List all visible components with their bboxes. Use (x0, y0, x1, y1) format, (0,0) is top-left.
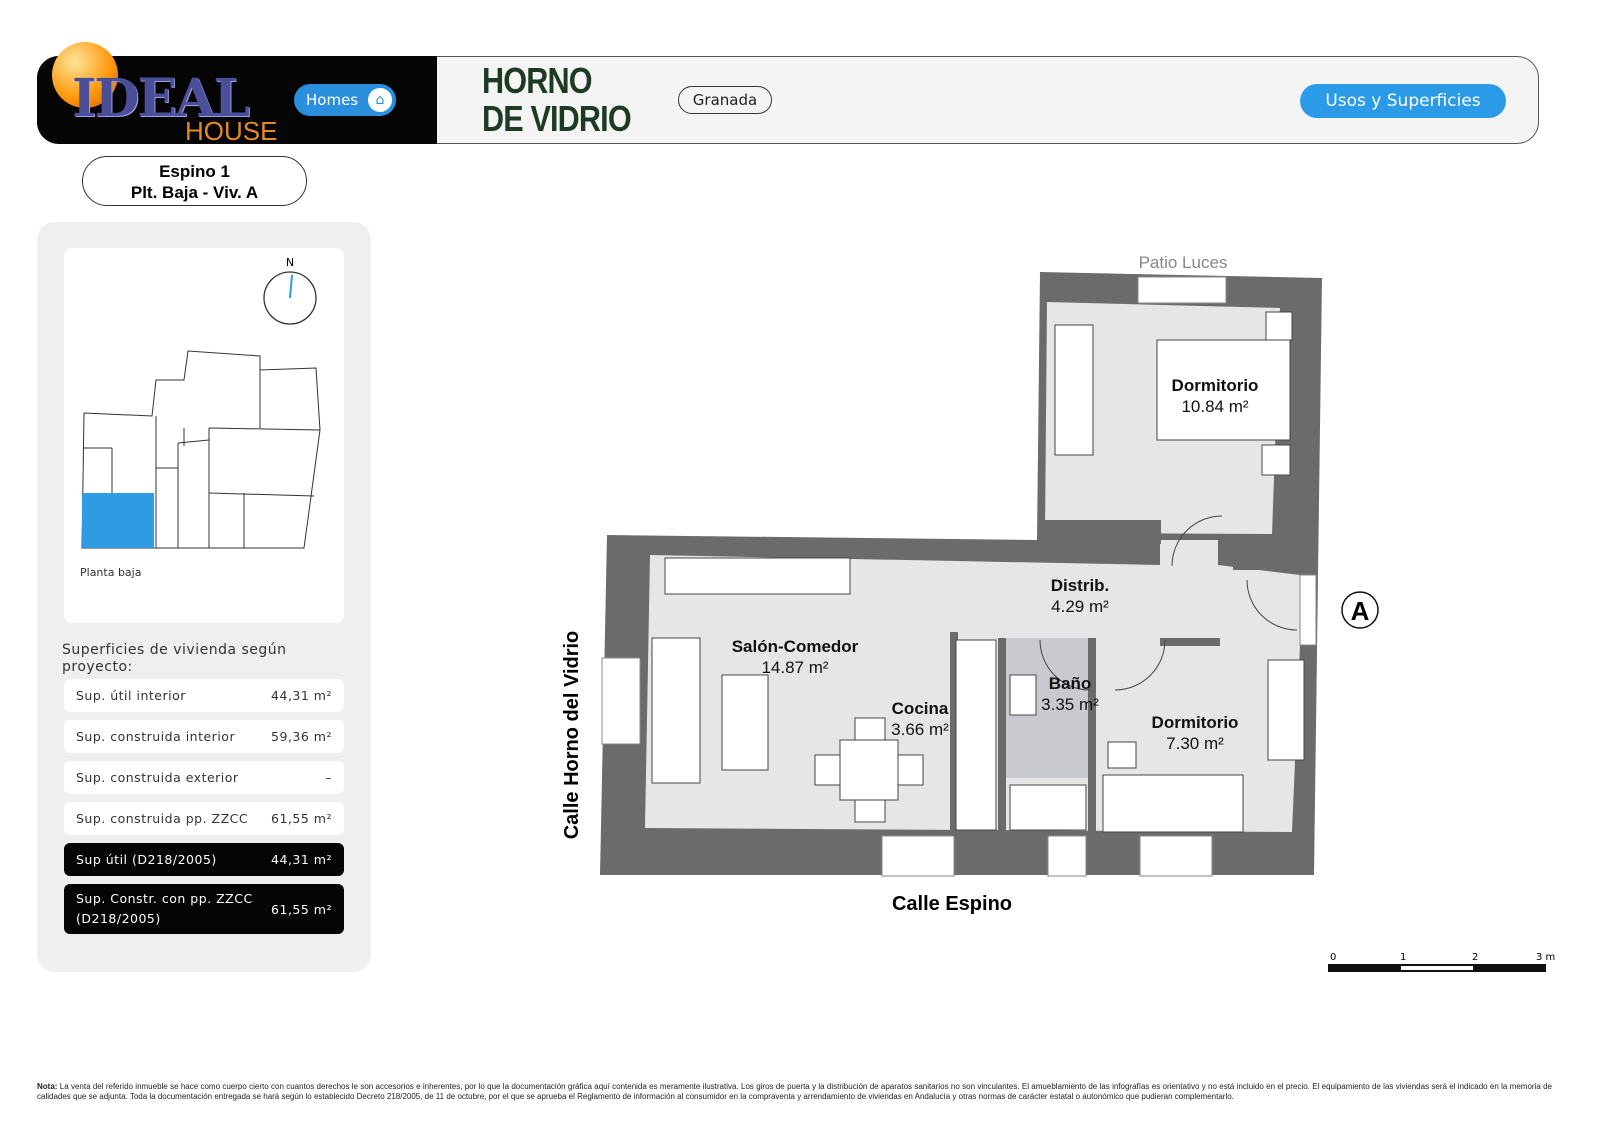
brand-line1: HORNO (482, 60, 593, 101)
entrance-marker (1341, 591, 1379, 629)
legal-note: Nota: La venta del referido inmueble se … (37, 1082, 1552, 1102)
room-label: Dormitorio 10.84 m² (1140, 375, 1290, 417)
surface-row: Sup. útil interior 44,31 m² (64, 679, 344, 712)
surface-label: Sup. construida interior (76, 729, 236, 744)
surface-value: 61,55 m² (271, 811, 332, 826)
surface-row: Sup. construida exterior – (64, 761, 344, 794)
patio-label: Patio Luces (1139, 253, 1228, 272)
doors (1039, 515, 1298, 691)
windows (601, 276, 1317, 877)
surface-value: 61,55 m² (271, 902, 332, 917)
logo-text: IDEAL (72, 68, 250, 129)
room-area: 3.66 m² (891, 720, 949, 739)
room-area: 14.87 m² (761, 658, 829, 677)
surface-value: 44,31 m² (271, 688, 332, 703)
street-left-label: Calle Horno del Vidrio (561, 631, 583, 840)
room-label: Salón-Comedor 14.87 m² (710, 636, 880, 678)
city-badge: Granada (678, 86, 772, 114)
room-label: Distrib. 4.29 m² (1020, 575, 1140, 617)
surface-label: Sup útil (D218/2005) (76, 852, 217, 867)
note-text: La venta del referido inmueble se hace c… (37, 1082, 1552, 1101)
homes-label: Homes (306, 91, 359, 109)
surface-row-highlight: Sup útil (D218/2005) 44,31 m² (64, 843, 344, 876)
scale-bar: 0 1 2 3 m (1328, 952, 1555, 972)
room-label: Cocina 3.66 m² (880, 698, 960, 740)
room-area: 4.29 m² (1051, 597, 1109, 616)
scale-tick: 1 (1400, 952, 1406, 963)
logo-sun (52, 42, 118, 108)
room-label: Baño 3.35 m² (1030, 673, 1110, 715)
entrance-label: A (1351, 596, 1370, 626)
compass-icon (263, 271, 317, 325)
furniture (651, 311, 1305, 833)
surface-label: Sup. construida exterior (76, 770, 239, 785)
unit-highlight (82, 493, 154, 548)
surface-value: 44,31 m² (271, 852, 332, 867)
street-bottom-label: Calle Espino (892, 893, 1012, 915)
room-area: 7.30 m² (1166, 734, 1224, 753)
home-icon: ⌂ (368, 88, 392, 112)
north-label: N (286, 256, 294, 269)
unit-label: Espino 1 Plt. Baja - Viv. A (82, 156, 307, 206)
room-name: Distrib. (1050, 576, 1110, 595)
unit-floor: Plt. Baja - Viv. A (130, 183, 259, 202)
room-area: 3.35 m² (1041, 695, 1099, 714)
usos-superficies-button[interactable]: Usos y Superficies (1300, 84, 1506, 118)
surface-label: Sup. construida pp. ZZCC (76, 811, 249, 826)
scale-tick: 2 (1472, 952, 1478, 963)
surfaces-title: Superficies de vivienda según proyecto: (62, 642, 287, 675)
surface-row: Sup. construida pp. ZZCC 61,55 m² (64, 802, 344, 835)
key-plan-drawing: N Planta baja (80, 256, 321, 579)
building-outline (81, 350, 321, 549)
room-name: Cocina (891, 699, 949, 718)
surface-row: Sup. construida interior 59,36 m² (64, 720, 344, 753)
room-label: Dormitorio 7.30 m² (1130, 712, 1260, 754)
scale-tick: 0 (1330, 952, 1336, 963)
room-name: Baño (1048, 674, 1092, 693)
unit-building: Espino 1 (159, 162, 230, 181)
note-label: Nota: (37, 1082, 58, 1091)
surface-row-highlight: Sup. Constr. con pp. ZZCC (D218/2005) 61,… (64, 884, 344, 934)
key-plan: N Planta baja (64, 248, 344, 623)
room-name: Dormitorio (1151, 713, 1239, 732)
surface-value: – (325, 770, 332, 785)
surface-label: Sup. útil interior (76, 688, 186, 703)
homes-button[interactable]: Homes ⌂ (294, 84, 396, 116)
brand-line2: DE VIDRIO (482, 98, 632, 139)
room-name: Dormitorio (1171, 376, 1259, 395)
surface-label: Sup. Constr. con pp. ZZCC (D218/2005) (76, 891, 253, 926)
room-area: 10.84 m² (1181, 397, 1249, 416)
floor-label: Planta baja (80, 566, 141, 579)
surface-value: 59,36 m² (271, 729, 332, 744)
scale-tick: 3 m (1536, 952, 1555, 963)
logo-subtext: HOUSE (185, 116, 278, 146)
room-name: Salón-Comedor (731, 637, 859, 656)
compass-needle (289, 274, 293, 299)
